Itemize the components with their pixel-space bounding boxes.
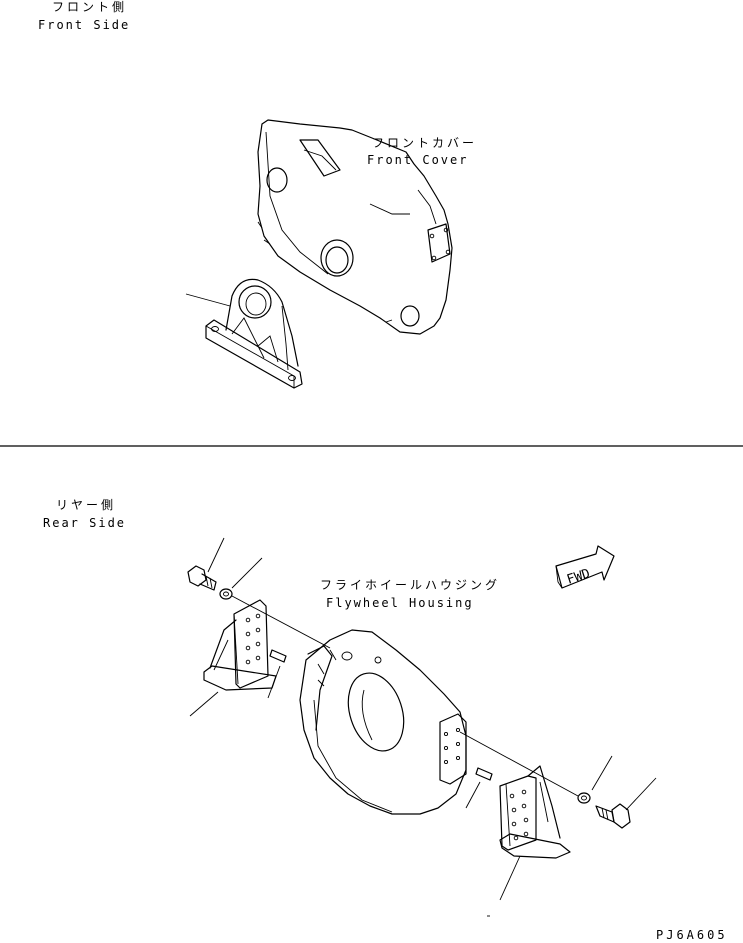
rear-side-label-en: Rear Side: [43, 516, 127, 530]
fwd-arrow-icon: FWD: [555, 545, 615, 589]
front-cover-label-en: Front Cover: [367, 153, 469, 167]
front-cover-label-jp: フロントカバー: [372, 136, 478, 150]
flywheel-housing-label-en: Flywheel Housing: [326, 596, 474, 610]
left-washer-icon: [219, 588, 233, 600]
right-bolt-icon: [595, 803, 631, 829]
flywheel-housing-drawing: [299, 629, 467, 815]
right-pin-icon: [475, 767, 493, 781]
left-bolt-icon: [187, 565, 217, 591]
rear-side-label-jp: リヤー側: [56, 498, 117, 512]
front-side-label-jp: フロント側: [52, 0, 128, 14]
left-pin-icon: [269, 649, 287, 663]
alignment-line-left: [231, 595, 331, 649]
right-rear-mount-bracket: [499, 765, 571, 859]
drawing-code: PJ6A605: [656, 928, 728, 942]
front-mount-bracket: [185, 278, 303, 389]
front-side-label-en: Front Side: [38, 18, 131, 32]
flywheel-housing-label-jp: フライホイールハウジング: [320, 578, 501, 592]
alignment-line-right: [459, 731, 579, 797]
fwd-arrow-label: FWD: [565, 566, 592, 588]
right-washer-icon: [577, 792, 591, 804]
front-cover-drawing: [257, 119, 453, 335]
